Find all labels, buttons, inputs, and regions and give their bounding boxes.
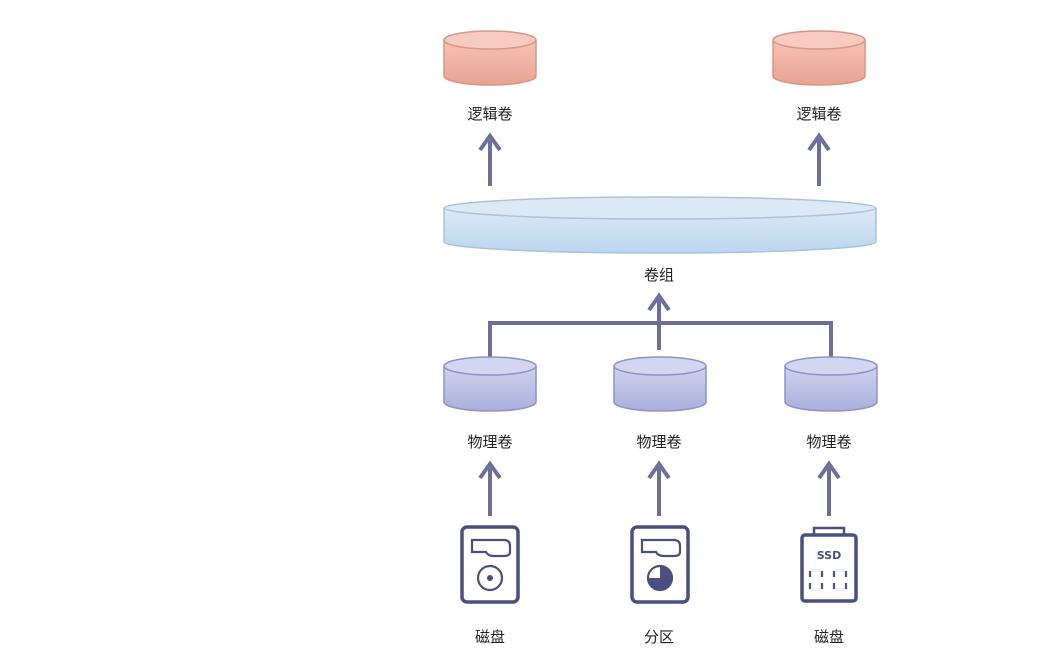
device-3-label: 磁盘	[814, 628, 844, 646]
device-2-label: 分区	[644, 628, 674, 646]
physical-volume-2-label: 物理卷	[636, 433, 681, 451]
partition-disk-icon	[630, 525, 690, 604]
logical-volume-1	[443, 30, 537, 86]
physical-volume-3	[784, 356, 878, 412]
ssd-icon: SSD	[800, 526, 858, 603]
physical-volume-2	[613, 356, 707, 412]
device-1-label: 磁盘	[475, 628, 505, 646]
arrow-device-2-to-pv	[647, 460, 671, 516]
arrow-vg-to-lv-2	[807, 132, 831, 186]
arrow-vg-to-lv-1	[478, 132, 502, 186]
pv-to-vg-connector	[488, 292, 833, 358]
ssd-badge: SSD	[817, 549, 841, 562]
logical-volume-2	[772, 30, 866, 86]
volume-group-label: 卷组	[644, 266, 674, 284]
physical-volume-1-label: 物理卷	[467, 433, 512, 451]
logical-volume-2-label: 逻辑卷	[796, 105, 841, 123]
hdd-icon	[460, 525, 520, 604]
logical-volume-1-label: 逻辑卷	[467, 105, 512, 123]
arrow-device-3-to-pv	[817, 460, 841, 516]
volume-group	[443, 196, 877, 254]
physical-volume-1	[443, 356, 537, 412]
arrow-device-1-to-pv	[478, 460, 502, 516]
physical-volume-3-label: 物理卷	[806, 433, 851, 451]
